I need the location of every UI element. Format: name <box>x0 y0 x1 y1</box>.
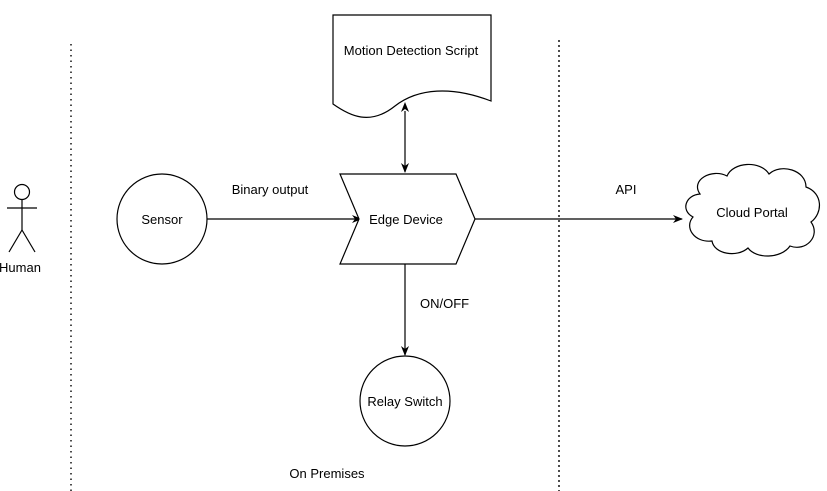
step-shape <box>339 173 476 265</box>
actor-icon <box>7 183 37 253</box>
human-label: Human <box>0 260 41 275</box>
sensor-node[interactable]: Sensor <box>116 173 208 265</box>
edge-device-node[interactable]: Edge Device <box>339 173 476 265</box>
cloud-shape <box>685 163 820 257</box>
human-actor[interactable]: Human <box>0 183 41 276</box>
cloud-portal-node[interactable]: Cloud Portal <box>685 163 820 257</box>
edge-sensor-to-edge-device: Binary output <box>207 182 362 223</box>
edge-device-label: Edge Device <box>369 212 443 227</box>
on-premises-zone-label: On Premises <box>289 466 365 481</box>
cloud-portal-label: Cloud Portal <box>716 205 788 220</box>
document-shape <box>332 14 492 118</box>
sensor-label: Sensor <box>141 212 183 227</box>
relay-switch-label: Relay Switch <box>367 394 442 409</box>
relay-switch-circle <box>359 355 451 447</box>
edge-edge-device-to-cloud: API <box>475 182 683 223</box>
binary-output-label: Binary output <box>232 182 309 197</box>
edge-edge-device-to-relay: ON/OFF <box>401 264 469 356</box>
on-off-label: ON/OFF <box>420 296 469 311</box>
api-label: API <box>616 182 637 197</box>
motion-detection-script-node[interactable]: Motion Detection Script <box>332 14 492 118</box>
relay-switch-node[interactable]: Relay Switch <box>359 355 451 447</box>
motion-detection-script-label: Motion Detection Script <box>344 43 479 58</box>
